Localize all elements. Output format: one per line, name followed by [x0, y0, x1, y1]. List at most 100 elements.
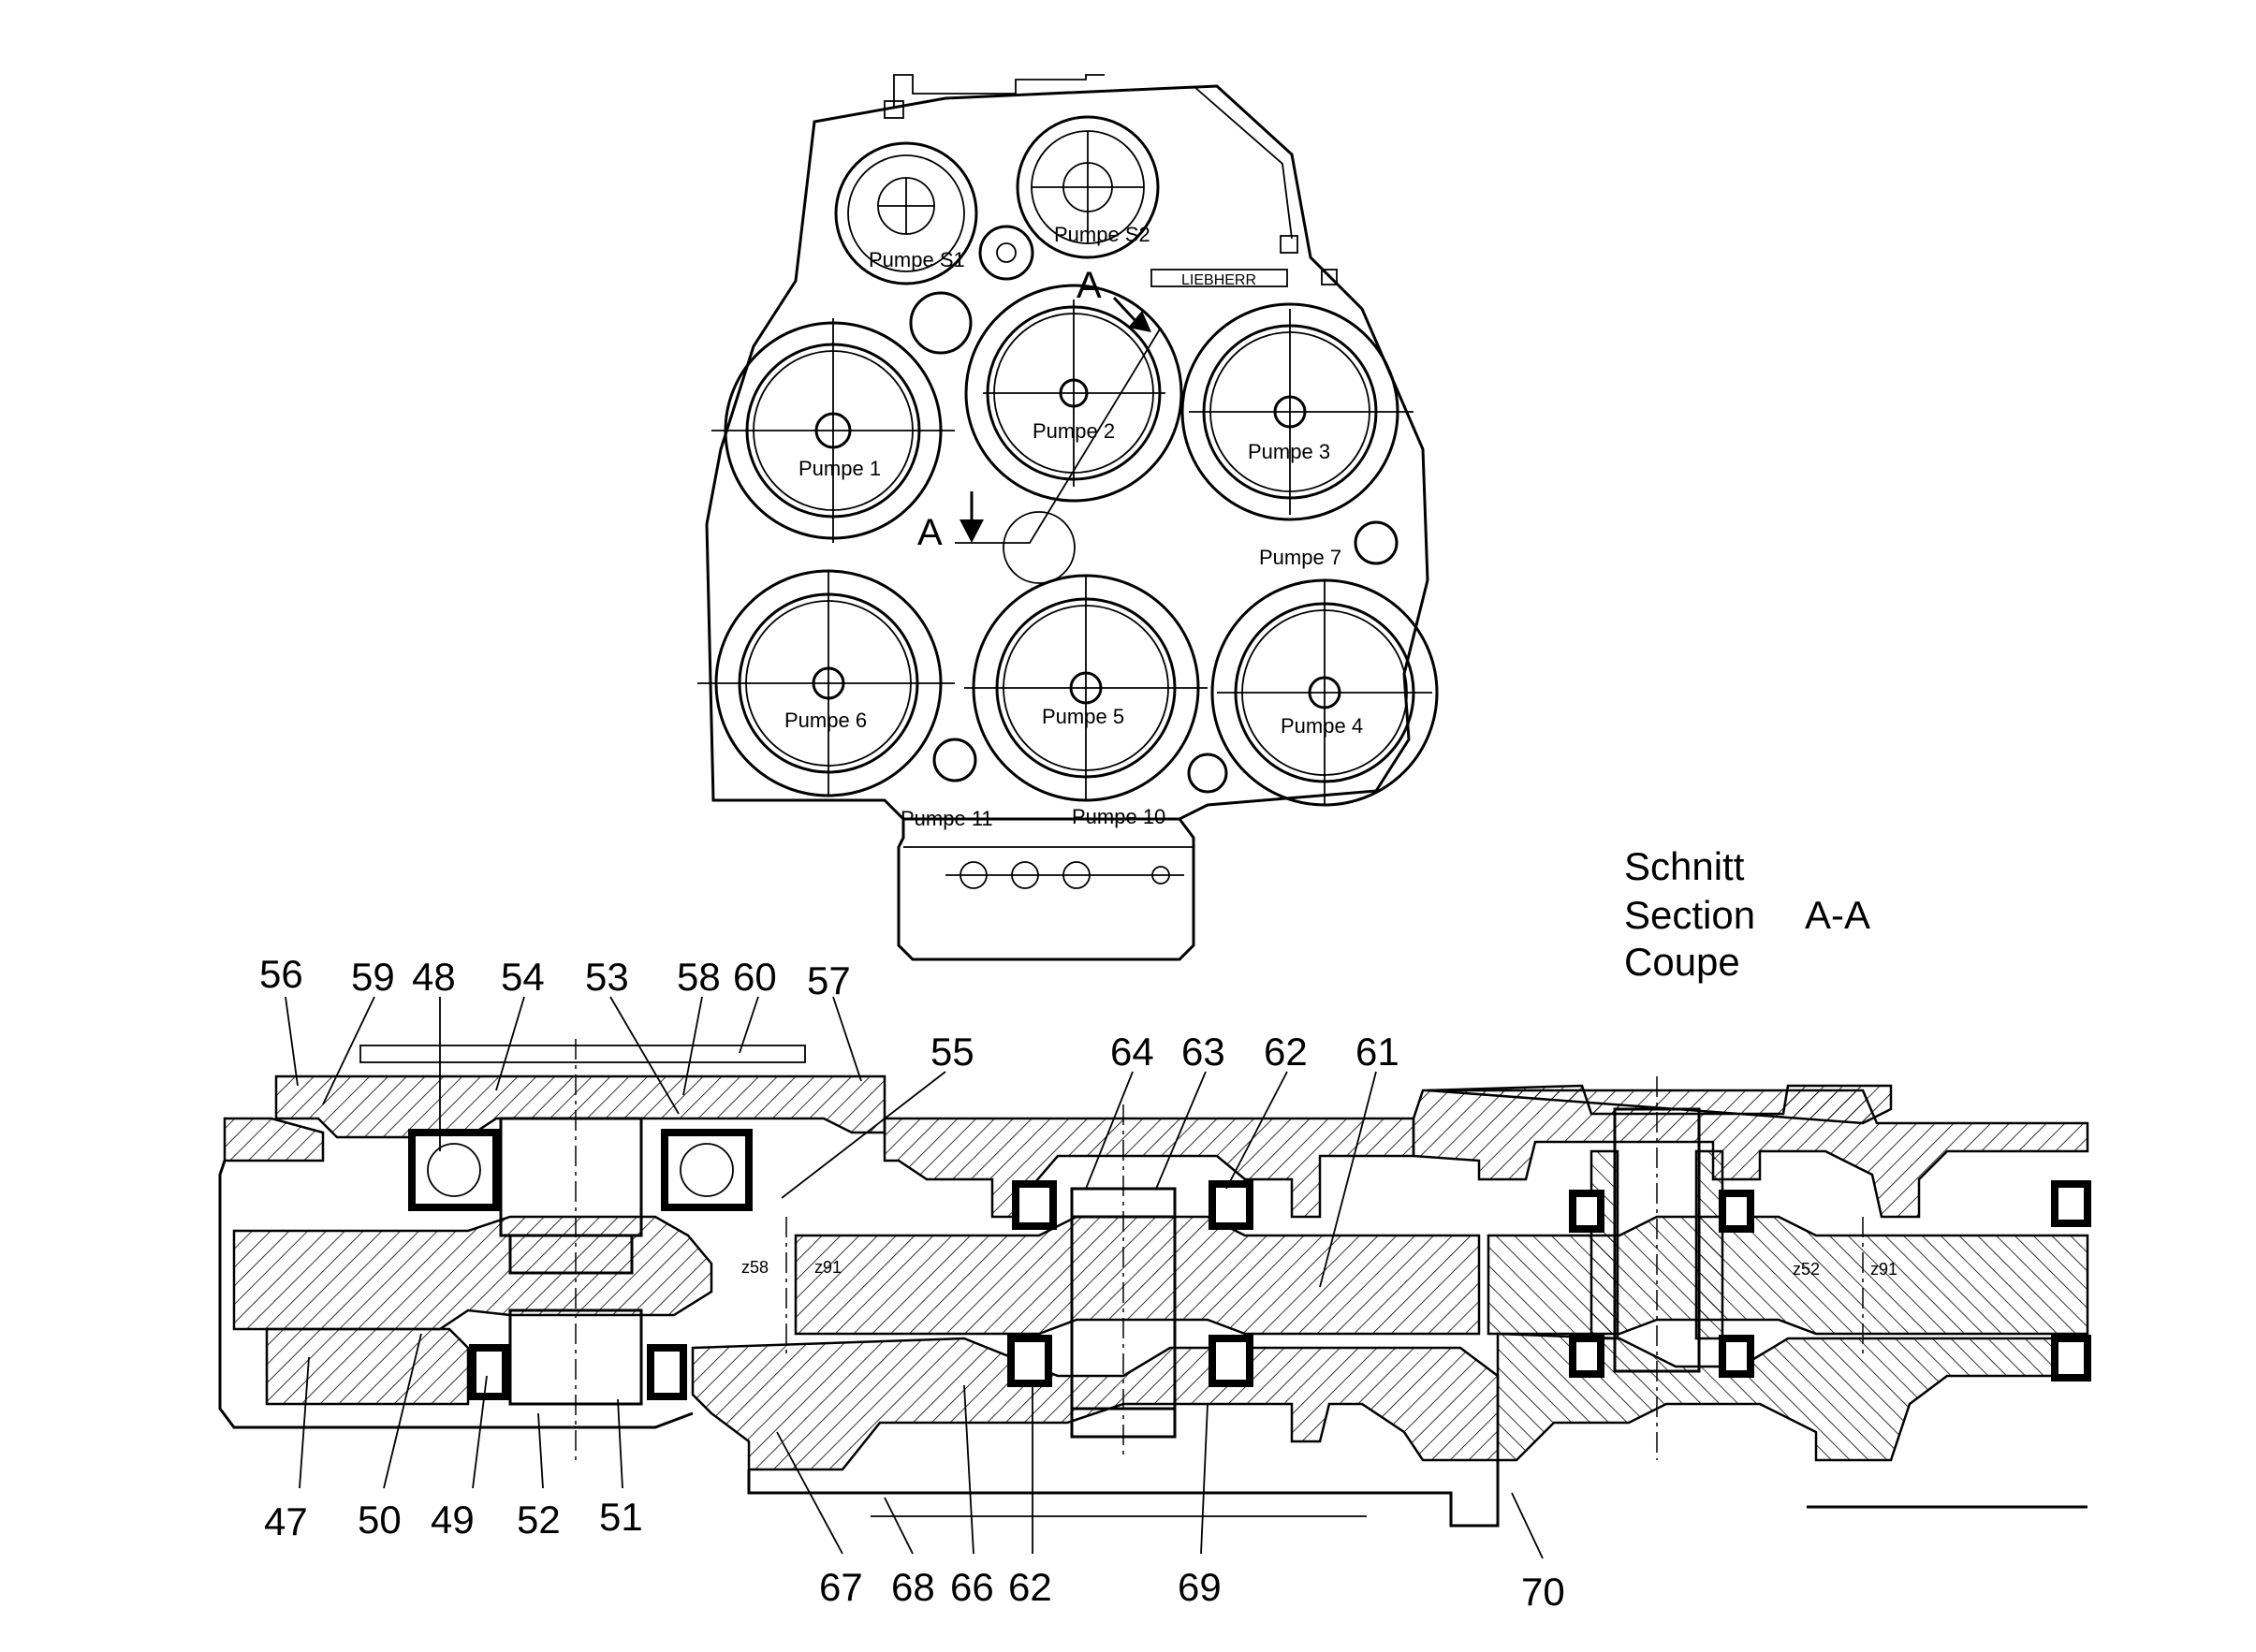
part-47: 47: [264, 1499, 308, 1543]
pipe-fitting: [1321, 269, 1338, 285]
bearing-48-ball: [680, 1143, 734, 1197]
part-50: 50: [358, 1498, 402, 1542]
pump-s1-label: Pumpe S1: [869, 248, 965, 271]
part-56: 56: [259, 952, 303, 996]
part-52: 52: [517, 1498, 561, 1542]
part-53: 53: [585, 955, 629, 999]
cross-section: z58 z91 z52 z91: [218, 952, 2091, 1614]
section-title: Schnitt Section A-A Coupe: [1624, 844, 1870, 984]
pipe: [893, 74, 1293, 240]
housing-outer-left: [218, 1160, 694, 1429]
housing-wall-right: [1412, 1089, 2089, 1219]
bearing-49-right: [647, 1344, 687, 1400]
gear-mark-z58: z58: [741, 1258, 769, 1277]
pump-3: Pumpe 3: [1180, 302, 1414, 521]
part-55: 55: [930, 1030, 974, 1074]
shaft-right-hub: [1589, 1149, 1619, 1340]
part-66: 66: [950, 1565, 994, 1609]
bearing-far-right: [2051, 1335, 2091, 1382]
pump-6-label: Pumpe 6: [784, 709, 867, 732]
pump-s2-label: Pumpe S2: [1054, 223, 1150, 246]
gear-61: [794, 1215, 1481, 1336]
bearing-48-ball: [427, 1143, 481, 1197]
brand-plate: [1150, 269, 1288, 287]
pipe-fitting: [1280, 235, 1298, 254]
gear-right: [1487, 1215, 2089, 1336]
section-title-line2-suffix: A-A: [1805, 893, 1870, 937]
gearbox-front-view: Pumpe S1 Pumpe S2 LIEBHERR Pumpe 1: [697, 74, 1439, 961]
pump-2-label: Pumpe 2: [1033, 419, 1115, 443]
pump-3-label: Pumpe 3: [1248, 440, 1330, 463]
bearing-far-right: [2051, 1180, 2091, 1227]
part-49: 49: [431, 1498, 475, 1542]
pump-s1: Pumpe S1: [834, 141, 978, 285]
pump-6: Pumpe 6: [697, 569, 955, 797]
housing-cover: [274, 1075, 886, 1139]
bearing-62-upper-left: [1012, 1180, 1057, 1230]
part-62-top: 62: [1264, 1030, 1308, 1074]
section-marker: A A: [917, 265, 1162, 584]
housing-base: [897, 818, 1195, 961]
part-54: 54: [501, 955, 545, 999]
pump-10-label: Pumpe 10: [1072, 805, 1165, 828]
pump-5-label: Pumpe 5: [1042, 705, 1124, 728]
bearing-right-lower-right: [1719, 1335, 1754, 1378]
section-marker-lower: A: [917, 512, 943, 553]
pump-2: Pumpe 2: [964, 284, 1183, 503]
part-62-bottom: 62: [1008, 1565, 1052, 1609]
pump-11-label: Pumpe 11: [901, 807, 993, 830]
bearing-49-left: [469, 1344, 509, 1400]
part-57: 57: [807, 958, 851, 1002]
pump-7-label: Pumpe 7: [1259, 546, 1341, 569]
housing-outer-bottom: [747, 1460, 2088, 1528]
pump-1-label: Pumpe 1: [798, 457, 881, 480]
pump-11: [932, 738, 977, 782]
gear-mark-z91: z91: [814, 1258, 842, 1277]
part-60: 60: [733, 955, 777, 999]
bearing-48-right: [661, 1129, 753, 1211]
section-marker-upper: A: [1077, 265, 1102, 306]
part-69: 69: [1178, 1565, 1222, 1609]
housing-top-section: [223, 1117, 325, 1162]
part-51: 51: [599, 1495, 643, 1539]
brand-text: LIEBHERR: [1181, 272, 1256, 288]
part-63: 63: [1181, 1030, 1225, 1074]
pump-7: [1354, 520, 1399, 565]
pump-4-label: Pumpe 4: [1281, 714, 1363, 738]
bearing-right-upper-left: [1569, 1190, 1604, 1233]
bearing-right-lower-left: [1569, 1335, 1604, 1378]
part-48: 48: [412, 955, 456, 999]
housing-wall-mid: [883, 1117, 1415, 1219]
upper-right-cover: [1427, 1084, 1893, 1125]
part-58: 58: [677, 955, 721, 999]
housing-lower-mid: [691, 1337, 1500, 1471]
part-70: 70: [1521, 1570, 1565, 1614]
bearing-48-left: [408, 1129, 500, 1211]
pipe-fitting: [884, 100, 904, 119]
bearing-62-lower-right: [1209, 1335, 1253, 1387]
aux-port: [909, 291, 973, 355]
pump-5: Pumpe 5: [964, 574, 1208, 802]
leaders-top: [285, 996, 1377, 1288]
aux-pump: [978, 225, 1034, 281]
pump-s2: Pumpe S2: [1016, 115, 1160, 259]
gear-mark-z91-right: z91: [1870, 1260, 1897, 1279]
shaft-right-hub: [1694, 1149, 1724, 1340]
bearing-62-lower-left: [1007, 1335, 1052, 1387]
section-title-line1: Schnitt: [1624, 844, 1745, 888]
housing-outline: [705, 84, 1429, 821]
bearing-right-upper-right: [1719, 1190, 1754, 1233]
aux-pump-shaft: [996, 242, 1017, 263]
part-68: 68: [891, 1565, 935, 1609]
pump-1: Pumpe 1: [711, 318, 955, 543]
part-64: 64: [1110, 1030, 1154, 1074]
shaft-48-mid: [508, 1234, 634, 1275]
pump-4: Pumpe 4: [1210, 578, 1439, 807]
bearing-62-upper-right: [1209, 1180, 1253, 1230]
section-title-line2: Section: [1624, 893, 1755, 937]
pump-10: [1187, 753, 1228, 794]
part-61: 61: [1355, 1030, 1399, 1074]
part-59: 59: [351, 955, 395, 999]
